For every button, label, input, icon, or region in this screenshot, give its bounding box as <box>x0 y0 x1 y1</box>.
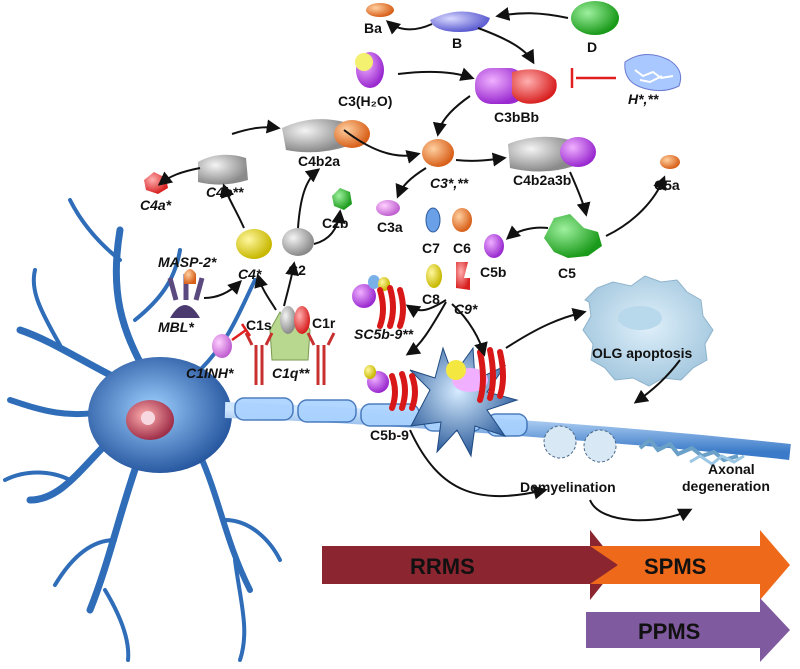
demyelinated-debris <box>543 425 745 466</box>
b-protein <box>430 11 490 32</box>
label-c1q: C1q** <box>272 365 310 381</box>
label-c1inh: C1INH* <box>186 365 234 381</box>
c2-protein <box>282 228 314 256</box>
label-c4b2a: C4b2a <box>298 153 340 169</box>
c8-protein <box>426 264 442 288</box>
c2b-protein <box>332 188 352 210</box>
c4b2a3b-protein <box>508 136 574 172</box>
c4a-protein <box>144 172 168 194</box>
rrms-label: RRMS <box>410 554 475 579</box>
c6-protein <box>452 208 472 232</box>
label-mbl: MBL* <box>158 319 194 335</box>
label-demyelination: Demyelination <box>520 479 616 495</box>
spms-arrow <box>590 530 790 600</box>
component-labels: Ba B D C3(H₂O) C3bBb H*,** C4b2a C4b** C… <box>140 20 770 495</box>
ppms-label: PPMS <box>638 619 700 644</box>
label-c4b: C4b** <box>206 184 244 200</box>
ppms-arrow <box>586 598 790 662</box>
c5-protein <box>544 214 602 258</box>
label-c4: C4* <box>238 266 262 282</box>
microglia-cell <box>409 346 519 458</box>
sc5b9-complex <box>352 275 406 329</box>
label-d: D <box>587 39 597 55</box>
label-c5a: C5a <box>654 177 680 193</box>
c5b9-membrane-complex <box>364 365 418 411</box>
ba-protein <box>366 3 394 17</box>
masp2-protein <box>184 269 196 284</box>
label-c1r: C1r <box>312 315 336 331</box>
spms-label: SPMS <box>644 554 706 579</box>
mbl-protein <box>167 274 205 318</box>
pathway-arrows <box>157 7 693 522</box>
label-factor-h: H*,** <box>628 91 659 107</box>
label-masp2: MASP-2* <box>158 254 217 270</box>
label-c3h2o: C3(H₂O) <box>338 93 392 109</box>
c3a-protein <box>376 200 400 216</box>
c1-complex <box>244 306 336 385</box>
label-c2b: C2b <box>322 215 348 231</box>
label-c4a: C4a* <box>140 197 172 213</box>
label-c5b9: C5b-9 <box>370 427 409 443</box>
label-c7: C7 <box>422 240 440 256</box>
c5a-protein <box>660 155 680 169</box>
label-c3: C3*,** <box>430 175 469 191</box>
disease-phases: RRMS SPMS PPMS <box>322 530 790 662</box>
label-c4b2a3b: C4b2a3b <box>513 172 571 188</box>
c1inh-protein <box>212 334 232 358</box>
nucleolus <box>141 411 155 425</box>
c4b-protein <box>198 154 248 185</box>
label-c5: C5 <box>558 265 576 281</box>
label-c3bbb: C3bBb <box>494 109 539 125</box>
label-b: B <box>452 35 462 51</box>
inhibition-markers <box>231 68 616 342</box>
d-protein <box>571 1 619 35</box>
c4-protein <box>236 229 272 259</box>
c5b-protein <box>484 234 504 258</box>
label-axonal: Axonal <box>708 461 755 477</box>
label-olg-apoptosis: OLG apoptosis <box>592 345 693 361</box>
protein-shapes <box>144 1 682 411</box>
c3-protein <box>422 139 454 167</box>
label-c8: C8 <box>422 291 440 307</box>
neuron <box>3 198 791 662</box>
label-degeneration: degeneration <box>682 478 770 494</box>
label-ba: Ba <box>364 20 382 36</box>
label-c2: C2 <box>288 262 306 278</box>
label-c3a: C3a <box>377 219 403 235</box>
olg-nucleus <box>618 306 662 330</box>
label-c9: C9* <box>454 301 478 317</box>
label-c6: C6 <box>453 240 471 256</box>
rrms-arrow <box>322 530 618 600</box>
label-c1s: C1s <box>246 317 272 333</box>
label-sc5b9: SC5b-9** <box>354 326 414 342</box>
c9-protein <box>456 262 470 290</box>
c7-protein <box>425 207 441 233</box>
c4b2a-protein <box>282 119 348 153</box>
label-c5b: C5b <box>480 264 506 280</box>
oligodendrocyte-cell <box>582 275 714 387</box>
